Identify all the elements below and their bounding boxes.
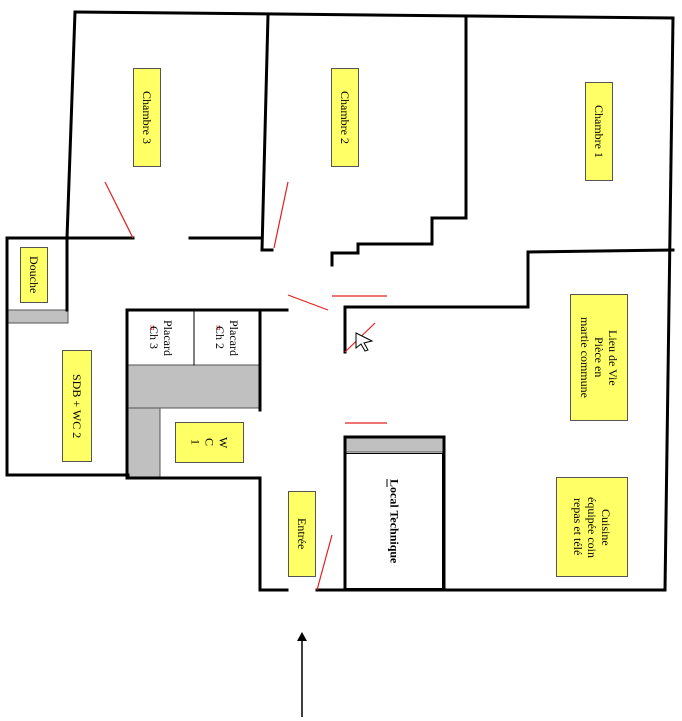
wall-top: [73, 10, 675, 20]
label-wc-text: W C 1: [188, 436, 231, 449]
label-placard-ch3: Placard Ch 3: [130, 312, 192, 364]
wall-douche-top: [5, 236, 69, 312]
label-chambre2: Chambre 2: [331, 68, 359, 167]
wc-partition: [127, 407, 161, 479]
label-chambre2-text: Chambre 2: [338, 91, 352, 144]
label-cuisine-text: Cuisine équipée coin repas et télé: [571, 496, 613, 558]
wall-chambre3-left: [65, 10, 77, 240]
local-rest: ocal Technique: [387, 486, 402, 564]
door-ch2: [273, 181, 289, 249]
wall-wc-bottom: [126, 476, 289, 592]
door-ch3: [104, 181, 134, 239]
label-placard-ch2-text: Placard Ch 2: [213, 320, 241, 356]
label-chambre3-text: Chambre 3: [140, 91, 154, 144]
label-douche-text: Douche: [27, 256, 41, 294]
placard-mark-2: u: [216, 322, 221, 332]
placard-partition: [126, 364, 261, 409]
label-chambre3: Chambre 3: [133, 68, 161, 167]
label-sdb: SDB + WC 2: [62, 350, 92, 462]
label-lieu-de-vie-text: Lieu de Vie Pièce en martie commune: [578, 317, 620, 398]
label-lieu-de-vie: Lieu de Vie Pièce en martie commune: [570, 294, 628, 421]
label-local-technique-text: Local Technique: [387, 479, 402, 563]
label-entree: Entrée: [288, 491, 316, 577]
label-wc: W C 1: [175, 422, 244, 463]
door-corridor: [287, 294, 329, 311]
wall-ch3-ch2: [260, 13, 274, 252]
mouse-pointer-icon: [355, 332, 374, 352]
placard-mark-1: u: [150, 322, 155, 332]
local-partition: [344, 436, 445, 453]
up-arrow-icon: [297, 632, 307, 717]
partition-walls: [6, 309, 445, 479]
wall-local-outer: [315, 435, 446, 592]
label-douche: Douche: [20, 247, 48, 303]
label-chambre1: Chambre 1: [585, 82, 613, 181]
label-sdb-text: SDB + WC 2: [70, 373, 84, 439]
label-placard-ch2: Placard Ch 2: [196, 312, 258, 364]
label-chambre1-text: Chambre 1: [592, 105, 606, 158]
label-placard-ch3-text: Placard Ch 3: [147, 320, 175, 356]
label-cuisine: Cuisine équipée coin repas et télé: [556, 477, 628, 577]
local-first-letter: L: [387, 478, 402, 487]
label-entree-text: Entrée: [295, 518, 309, 550]
wall-lieu-top: [343, 248, 675, 309]
douche-partition: [6, 309, 69, 324]
door-entree: [316, 534, 333, 591]
label-local-technique: Local Technique: [345, 453, 443, 589]
wall-ch2-ch1: [330, 15, 468, 267]
wall-right: [663, 16, 675, 592]
walls: [5, 10, 675, 592]
